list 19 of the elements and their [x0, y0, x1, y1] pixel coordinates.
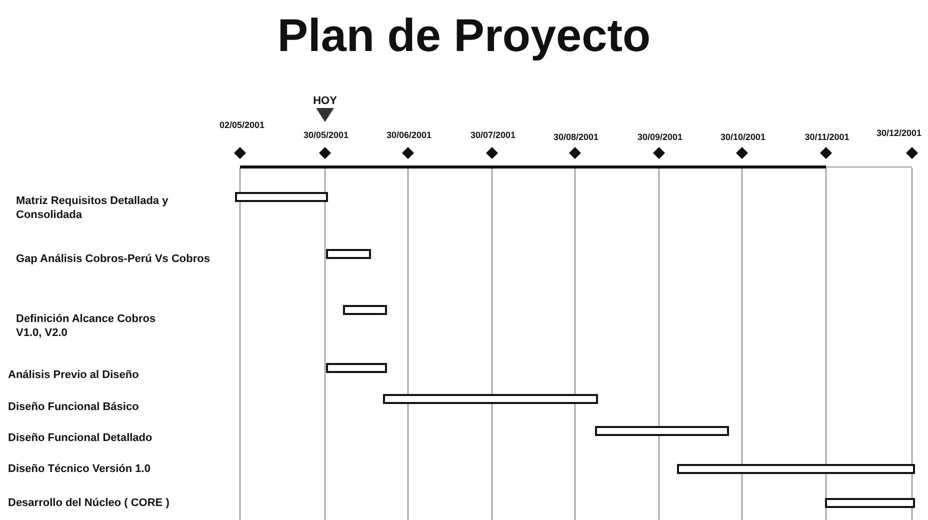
date-label: 30/08/2001 — [552, 132, 600, 144]
task-label: Desarrollo del Núcleo ( CORE ) — [8, 496, 170, 510]
date-label: 02/05/2001 — [218, 120, 266, 132]
task-label: Matriz Requisitos Detallada y Consolidada — [16, 194, 170, 223]
title: Plan de Proyecto — [276, 8, 652, 62]
date-label: 30/11/2001 — [804, 132, 850, 144]
task-label: Definición Alcance Cobros V1.0, V2.0 — [16, 312, 156, 341]
date-label: 30/12/2001 — [875, 128, 923, 140]
date-label: 30/05/2001 — [302, 130, 350, 142]
today-label: HOY — [312, 94, 338, 108]
date-label: 30/09/2001 — [636, 132, 684, 144]
date-label: 30/10/2001 — [719, 132, 767, 144]
task-label: Diseño Funcional Básico — [8, 400, 140, 414]
date-label: 30/07/2001 — [469, 130, 517, 142]
task-label: Análisis Previo al Diseño — [8, 368, 140, 382]
task-label: Gap Análisis Cobros-Perú Vs Cobros — [16, 252, 211, 266]
task-label: Diseño Funcional Detallado — [8, 431, 154, 446]
task-label: Diseño Técnico Versión 1.0 — [8, 462, 152, 476]
date-label: 30/06/2001 — [385, 130, 433, 142]
